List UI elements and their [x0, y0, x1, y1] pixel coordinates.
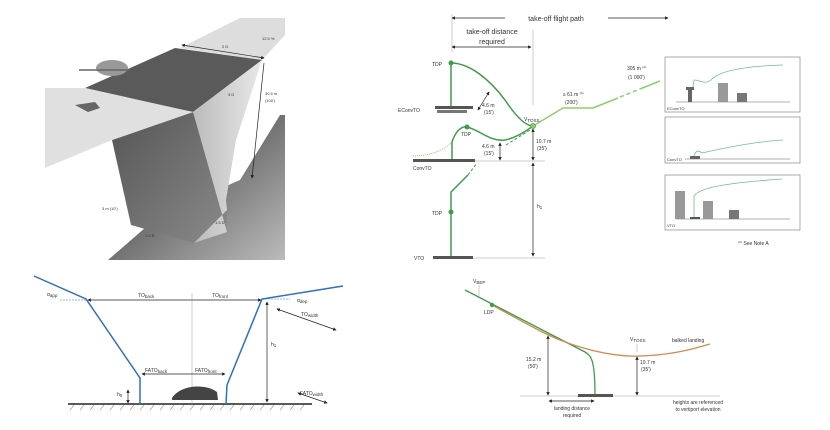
volume-wall-front [112, 112, 227, 243]
ldp-point [489, 302, 495, 308]
height-107-landing-label: 10.7 m [640, 360, 655, 366]
tdp-point-vto [448, 209, 454, 215]
vtoss-point [530, 123, 536, 129]
see-note-label: (A) See Note A [738, 239, 769, 247]
profile-panel-vto: VTO [664, 174, 801, 231]
vto-platform [433, 256, 473, 259]
econvto-platform [435, 106, 473, 109]
clearance1-ft-label: (15') [484, 110, 494, 116]
convto-label: ConvTO [413, 166, 432, 172]
slope-label: 12.5 % [262, 36, 275, 41]
vbep-label: VBEP [473, 279, 485, 285]
ldp-label: LDP [484, 310, 494, 316]
aircraft-shadow [75, 102, 100, 112]
h1-section-label: h1 [271, 342, 277, 348]
fato-front-label: FATOfront [195, 368, 217, 374]
tdp-point-econvto [448, 60, 454, 66]
vtoss-landing-label: VTOSS [630, 337, 646, 343]
fato-back-label: FATOback [145, 368, 168, 374]
height-107-label: 10.7 m [536, 139, 551, 145]
balked-landing-path [491, 304, 711, 357]
approach-surface-line [33, 275, 141, 404]
dim-2d-label: 2 D [222, 44, 228, 49]
dim-3d-label: 3 D [228, 92, 234, 97]
vto-label: VTO [414, 256, 424, 262]
takeoff-flight-path-label: take-off flight path [528, 16, 584, 23]
landing-profile-diagram: VBEP LDP 15.2 m (50') VTOSS 10.7 m (35')… [464, 279, 723, 419]
panel-label-convto: ConvTO [667, 157, 682, 162]
h1-label: h1 [537, 204, 543, 210]
to-width-label: TOwidth [301, 312, 319, 318]
convto-path [451, 125, 534, 159]
balked-landing-label: balked landing [672, 338, 704, 344]
convto-ground-run [412, 141, 453, 157]
seg2-label: 305 m (A) [627, 65, 646, 72]
height-ft-label: (100') [265, 98, 276, 103]
vtoss-label: VTOSS [524, 117, 540, 123]
takeoff-profiles-diagram: take-off flight path take-off distance r… [398, 14, 801, 262]
clearance2-ft-label: (15') [484, 151, 494, 157]
panel-label-vto: VTO [667, 223, 675, 228]
reference-note-2: to vertiport elevation [675, 407, 720, 413]
clearance1-label: 4.6 m [482, 103, 495, 109]
landing-path [464, 289, 596, 397]
tdp-point-convto [464, 124, 470, 130]
aircraft-icon [172, 386, 218, 400]
aircraft-icon [79, 60, 130, 76]
height-107-landing-ft-label: (35') [641, 367, 651, 373]
vertiport-3d-render: 2 D 3 D 12.5 % 30.5 m (100') 3 m (10') 1… [45, 18, 285, 260]
departure-surface-line [225, 285, 344, 405]
obstacle-volume-top [85, 48, 262, 112]
landing-distance-label-2: required [563, 413, 582, 419]
landing-pad [578, 394, 613, 397]
dim-2d-line [181, 43, 265, 60]
clearance2-label: 4.6 m [482, 144, 495, 150]
base-width-label: 1.5 D [145, 233, 155, 238]
height-152-label: 15.2 m [526, 357, 541, 363]
volume-wall-right [193, 60, 262, 243]
profile-panel-econvto: EConvTO [664, 56, 801, 113]
tdp-label-vto: TDP [432, 211, 443, 217]
to-back-label: TOback [138, 293, 155, 299]
height-152-ft-label: (50') [528, 364, 538, 370]
econvto-path [450, 62, 534, 127]
panel-label-econvto: EConvTO [667, 106, 685, 111]
height-arrow [250, 62, 265, 179]
seg1-ft-label: (200') [565, 100, 578, 106]
seg2-ft-label: (1 000') [628, 75, 645, 81]
alpha-app-label: αapp [47, 292, 58, 298]
obstacle-surface-section: αapp αdep TOback TOfront TOwidth h1 FATO… [33, 275, 344, 411]
reference-note-1: heights are referenced [673, 400, 723, 406]
takeoff-distance-label-1: take-off distance [466, 29, 517, 36]
takeoff-distance-label-2: required [479, 39, 505, 46]
tdp-label-econvto: TDP [432, 62, 443, 68]
fato-height-label: 3 m (10') [102, 206, 118, 211]
alpha-dep-label: αdep [297, 298, 308, 304]
base-length-label: 1.5 D [215, 220, 225, 225]
height-107-ft-label: (35') [537, 146, 547, 152]
convto-platform [413, 159, 475, 162]
to-front-label: TOfront [212, 293, 229, 299]
h0-label: h0 [117, 392, 123, 398]
seg1-label: ≥ 61 m (A) [563, 91, 584, 98]
tdp-label-convto: TDP [461, 132, 472, 138]
fato-width-label: FATOwidth [300, 391, 324, 397]
vto-path [450, 174, 469, 256]
econvto-label: EConvTO [398, 108, 420, 114]
climb-path [532, 97, 619, 127]
landing-distance-label-1: landing distance [554, 406, 590, 412]
profile-panel-convto: ConvTO [664, 116, 801, 164]
height-label: 30.5 m [265, 91, 278, 96]
